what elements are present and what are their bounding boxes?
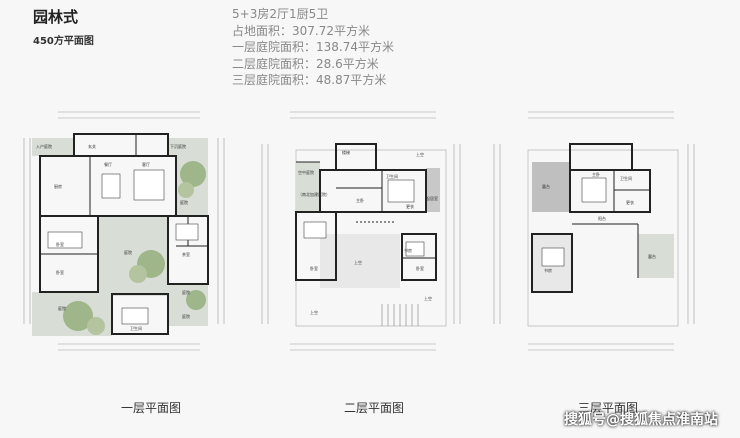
room-label-3: 卫生间: [620, 175, 632, 181]
room-label-6: 客厅: [142, 161, 150, 167]
room-label-5: （南北加建庭院）: [298, 191, 330, 197]
caption-floor-2: 二层平面图: [344, 401, 405, 415]
room-label-7: 露台: [648, 253, 656, 259]
room-label-5: 阳台: [598, 215, 606, 221]
room-label-1: 楼梯: [342, 149, 350, 155]
room-label-9: 茶室: [182, 251, 190, 257]
room-label-8: 起居室: [426, 195, 438, 201]
room-label-13: 上空: [310, 309, 318, 315]
room-label-10: 庭院: [182, 289, 190, 295]
room-label-6: 书房: [544, 267, 552, 273]
room-label-13: 庭院: [58, 305, 66, 311]
room-label-14: 上空: [424, 295, 432, 301]
room-label-3: 卫生间: [386, 173, 398, 179]
room-label-4: 空中庭院: [298, 169, 314, 175]
floor-plan-3: 露台 主卧 卫生间 更衣 阳台 书房 露台: [488, 104, 700, 362]
room-label-2: 玄关: [88, 143, 96, 149]
room-label-11: 卧室: [416, 265, 424, 271]
room-label-1: 入户庭院: [36, 143, 52, 149]
room-label-9: 上空: [354, 259, 362, 265]
room-label-1: 露台: [542, 183, 550, 189]
room-label-10: 书房: [404, 247, 412, 253]
spec-courtyard-floor3: 三层庭院面积：48.87平方米: [232, 73, 387, 87]
room-label-2: 主卧: [592, 171, 600, 177]
room-label-6: 主卧: [356, 197, 364, 203]
room-label-7: 庭院: [180, 199, 188, 205]
spec-courtyard-floor2: 二层庭院面积：28.6平方米: [232, 56, 379, 71]
caption-floor-1: 一层平面图: [121, 401, 182, 415]
room-label-2: 上空: [416, 151, 424, 157]
floor-plan-3-drawing: 露台 主卧 卫生间 更衣 阳台 书房 露台: [493, 111, 695, 351]
floor-plan-2-drawing: 楼梯 上空 卫生间 空中庭院 （南北加建庭院） 主卧 更衣 起居室 上空 书房 …: [261, 111, 461, 351]
room-label-15: 卫生间: [130, 325, 142, 331]
spec-layout: 5+3房2厅1厨5卫: [232, 7, 329, 21]
floor-plan-2: 楼梯 上空 卫生间 空中庭院 （南北加建庭院） 主卧 更衣 起居室 上空 书房 …: [256, 104, 468, 362]
spec-land-area: 占地面积：307.72平方米: [232, 23, 370, 38]
floor-plan-1: 入户庭院 玄关 下沉庭院 厨房 餐厅 客厅 庭院 庭院 茶室 庭院 卧室 卧室 …: [18, 104, 230, 362]
room-label-8: 庭院: [124, 249, 132, 255]
page-title: 园林式: [33, 8, 79, 26]
room-label-3: 下沉庭院: [170, 143, 186, 149]
room-label-5: 餐厅: [104, 161, 112, 167]
room-label-7: 更衣: [406, 203, 414, 209]
room-label-4: 厨房: [54, 183, 62, 189]
room-label-12: 卧室: [56, 269, 64, 275]
room-label-12: 卧室: [310, 265, 318, 271]
room-label-4: 更衣: [626, 199, 634, 205]
watermark: 搜狐号@搜狐焦点淮南站: [564, 412, 718, 428]
spec-list: 5+3房2厅1厨5卫 占地面积：307.72平方米 一层庭院面积：138.74平…: [232, 6, 394, 89]
spec-courtyard-floor1: 一层庭院面积：138.74平方米: [232, 40, 394, 54]
caption-floor-3: 三层平面图: [578, 401, 639, 415]
floor-plan-1-drawing: 入户庭院 玄关 下沉庭院 厨房 餐厅 客厅 庭院 庭院 茶室 庭院 卧室 卧室 …: [23, 111, 225, 351]
room-label-14: 庭院: [182, 313, 190, 319]
page-subtitle: 450方平面图: [33, 36, 94, 47]
room-label-11: 卧室: [56, 241, 64, 247]
